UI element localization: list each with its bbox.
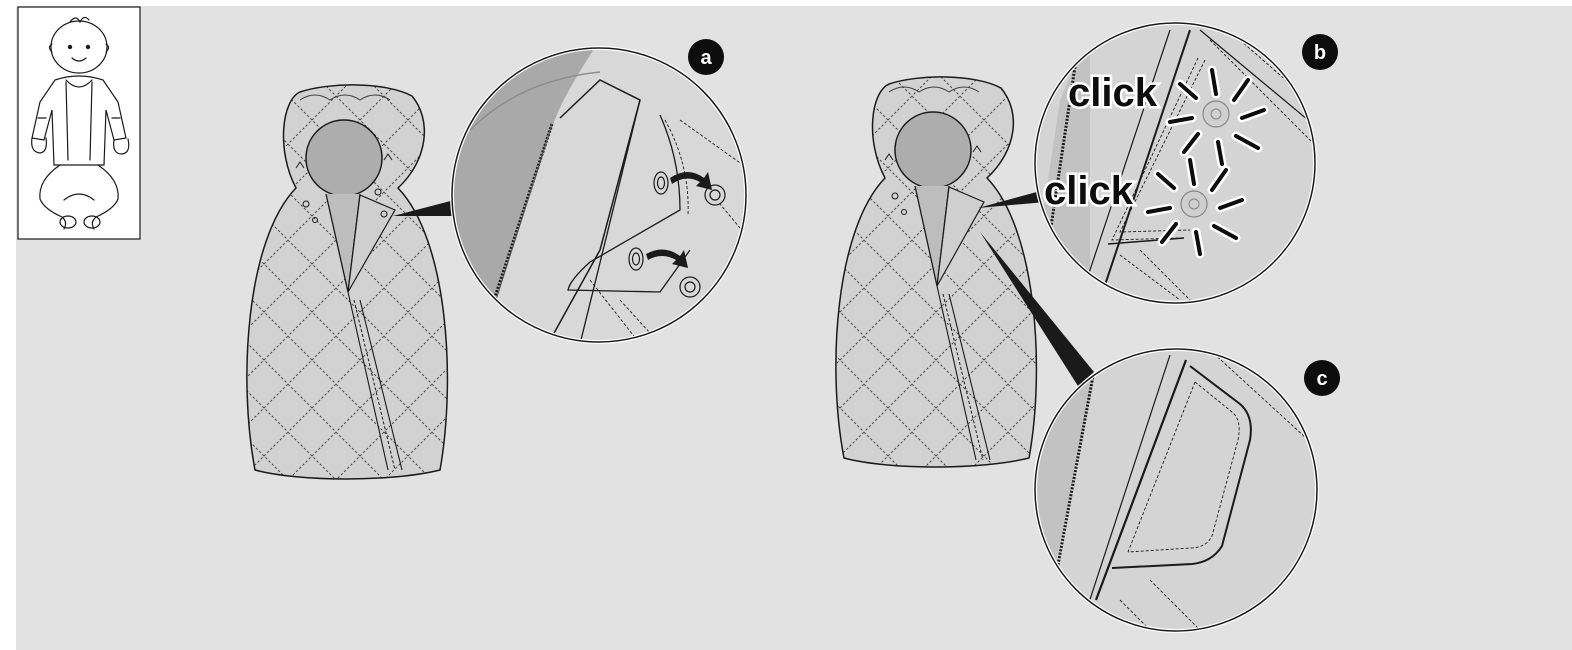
step-label-b: b xyxy=(1314,42,1326,64)
step-badge-a: a xyxy=(688,39,724,75)
click-label-top: click xyxy=(1068,71,1158,115)
baby-figure-icon xyxy=(18,7,140,239)
step-label-c: c xyxy=(1316,368,1327,390)
step-badge-c: c xyxy=(1304,360,1340,396)
click-label-bottom: click xyxy=(1044,169,1134,213)
press-stud-icon xyxy=(1203,101,1229,127)
step-badge-b: b xyxy=(1302,34,1338,70)
step-label-a: a xyxy=(700,47,712,69)
